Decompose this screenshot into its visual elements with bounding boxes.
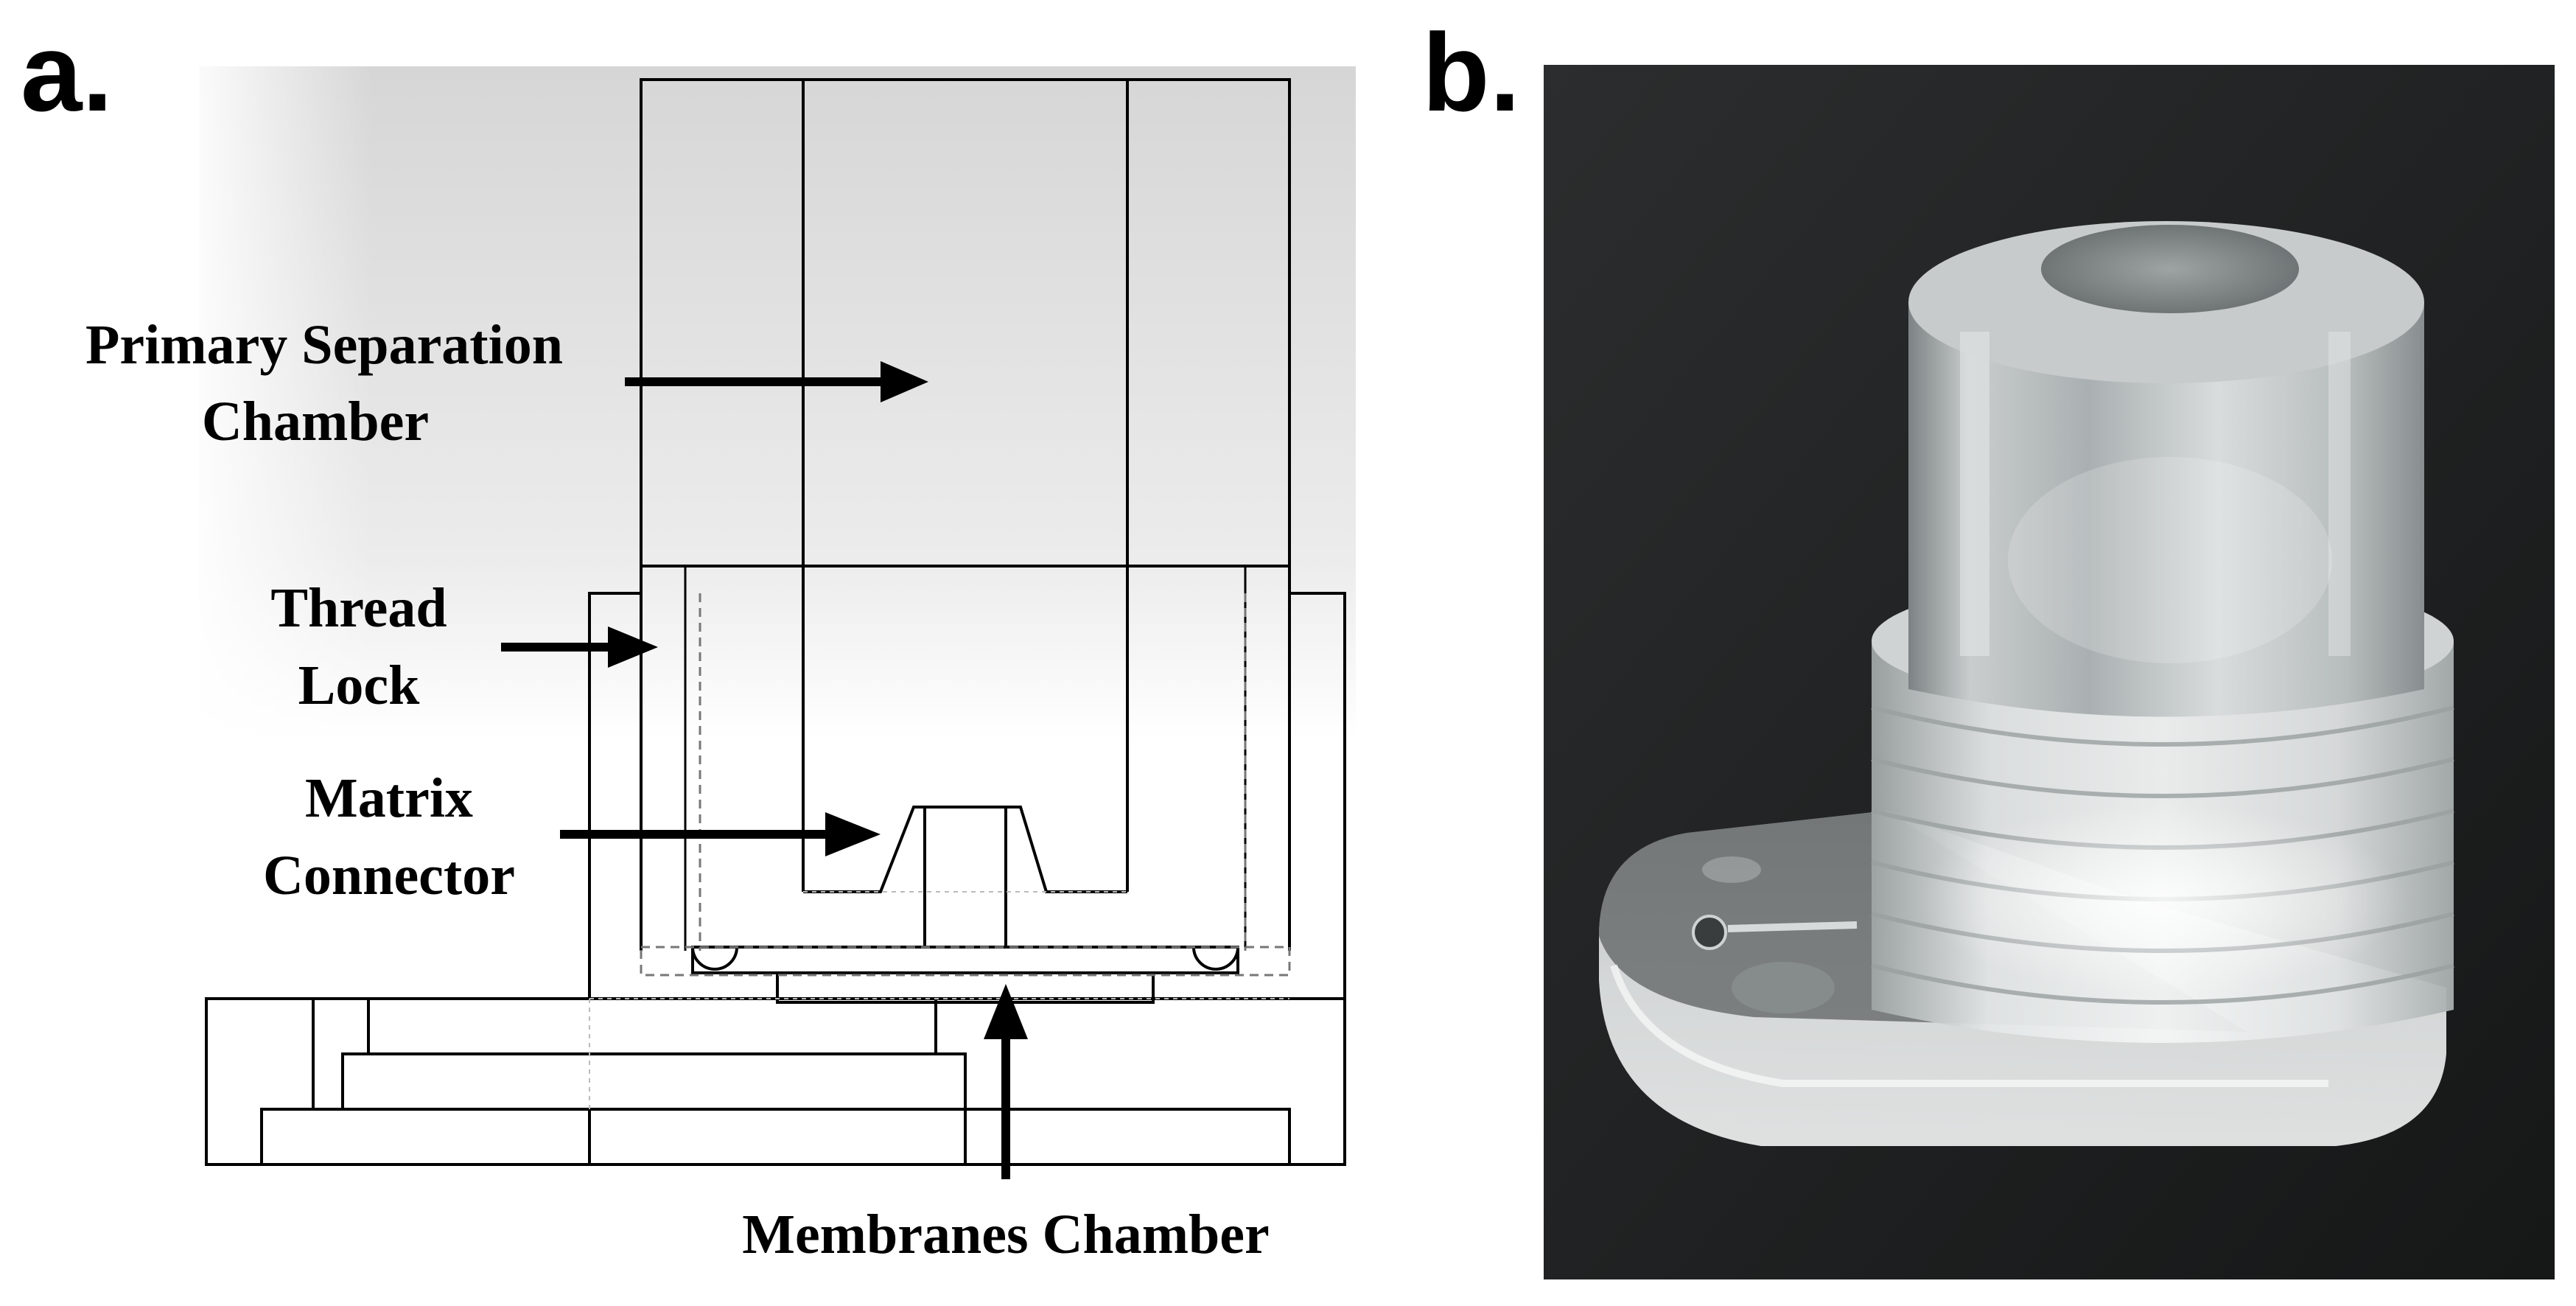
hidden-lines [640, 593, 1291, 977]
label-matrix-line1: Matrix [305, 767, 473, 829]
panel-b: b. [1422, 10, 2555, 1279]
primary-chamber-outline [640, 78, 1291, 568]
panel-b-label: b. [1422, 10, 1520, 134]
device-photo [1544, 65, 2555, 1279]
upper-cylinder [1908, 302, 2424, 717]
label-membranes: Membranes Chamber [742, 1204, 1270, 1265]
arrow-matrix [560, 812, 881, 856]
label-thread-line1: Thread [270, 577, 447, 639]
panel-a: a. [21, 10, 1356, 1265]
label-thread-line2: Lock [298, 654, 420, 716]
base-outline [205, 997, 1346, 1166]
cylinder-bore [2041, 225, 2299, 313]
label-primary-line1: Primary Separation [85, 314, 563, 376]
arrow-membranes [984, 984, 1028, 1179]
arrow-thread-lock [501, 626, 658, 668]
label-matrix-line2: Connector [263, 845, 515, 907]
label-primary-line2: Chamber [202, 391, 429, 453]
arrow-primary [625, 361, 928, 402]
panel-a-label: a. [21, 10, 113, 134]
